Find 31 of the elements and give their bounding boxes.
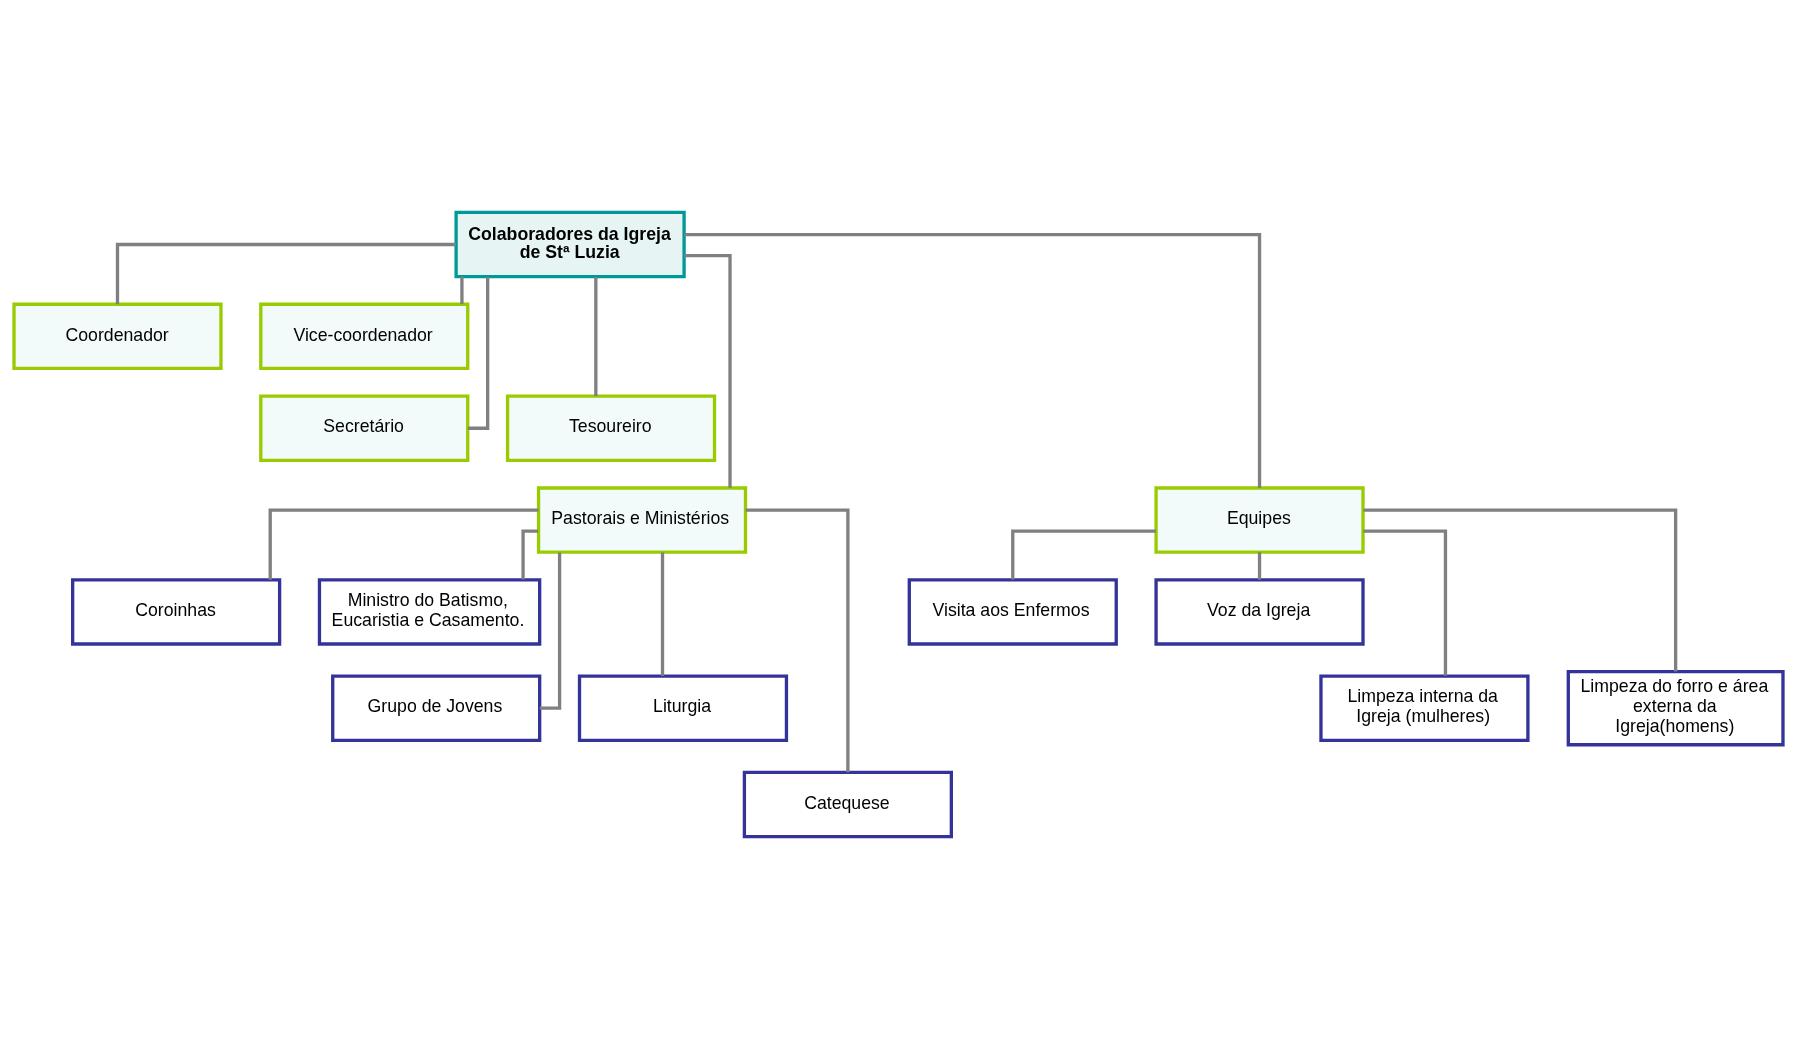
connector <box>467 276 489 430</box>
connector <box>745 507 850 772</box>
node-box: Grupo de Jovens <box>330 673 541 742</box>
connector <box>593 276 597 396</box>
node-box: Ministro do Batismo, Eucaristia e Casamento. <box>317 577 541 646</box>
node-box: Coordenador <box>11 302 223 370</box>
node-box: Secretário <box>258 393 469 462</box>
connector <box>1010 529 1156 580</box>
node-box: Coroinhas <box>70 577 281 646</box>
node-box: Vice-coordenador <box>258 302 469 370</box>
connector <box>1362 507 1677 671</box>
connector <box>539 551 561 710</box>
connector <box>520 529 538 580</box>
node-box: Catequese <box>742 770 953 838</box>
connector <box>660 551 664 676</box>
node-box: Equipes <box>1153 485 1365 554</box>
connector <box>115 242 456 304</box>
connector <box>683 232 1261 488</box>
node-box: Voz da Igreja <box>1153 577 1365 646</box>
node-box: Tesoureiro <box>505 393 716 462</box>
node-box: Liturgia <box>577 673 788 742</box>
node-box: Colaboradores da Igreja de Stª Luzia <box>453 210 686 278</box>
connector <box>459 276 464 304</box>
connector <box>1362 529 1447 676</box>
node-box: Visita aos Enfermos <box>907 577 1118 646</box>
node-box: Limpeza do forro e área externa da Igreja(homens) <box>1566 669 1785 746</box>
node-box: Limpeza interna da Igreja (mulheres) <box>1318 673 1530 742</box>
connector <box>268 507 538 580</box>
node-box: Pastorais e Ministérios <box>536 485 747 554</box>
connector <box>1257 551 1261 580</box>
connector <box>683 253 732 488</box>
